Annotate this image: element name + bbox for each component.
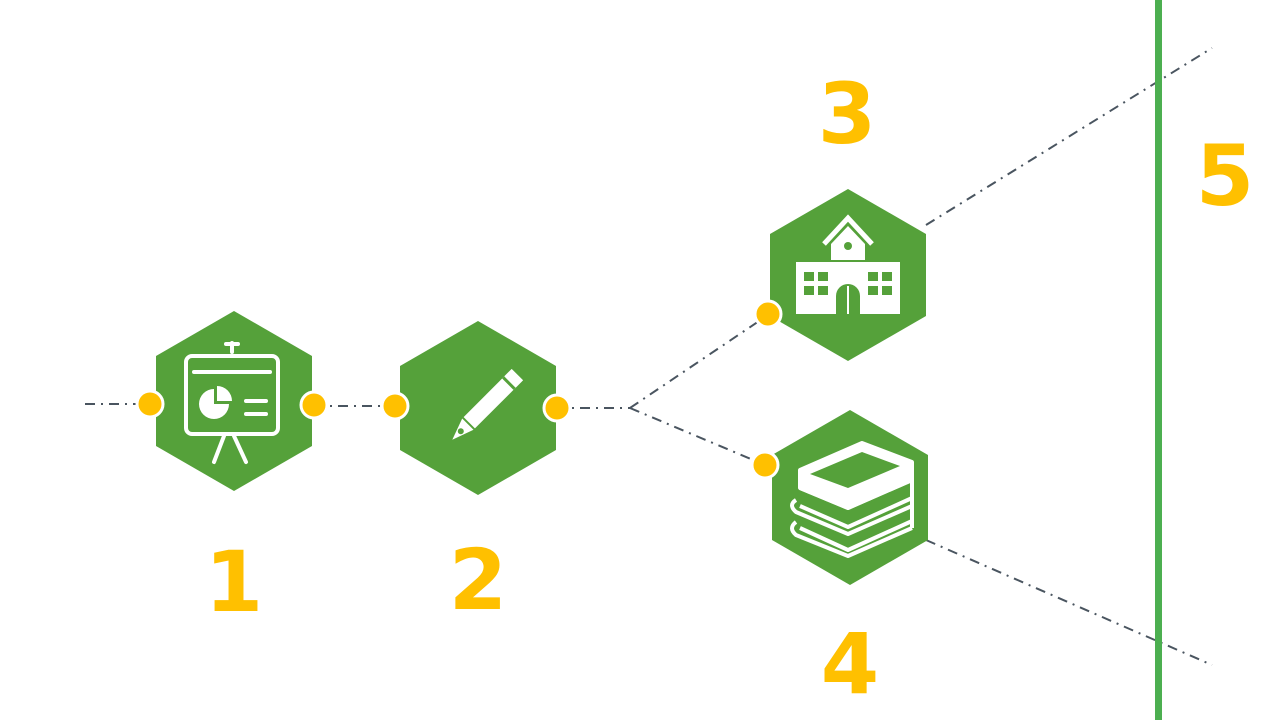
connector-dot <box>753 299 783 329</box>
step-3-number: 3 <box>817 65 877 163</box>
step-1-hexagon <box>156 311 312 491</box>
connector-line-4-out <box>925 539 1213 666</box>
connector-dot <box>299 390 329 420</box>
presentation-board-icon <box>184 341 280 464</box>
connector-dots <box>135 299 783 480</box>
connector-line-to-4 <box>629 407 766 466</box>
connector-line-3-out <box>925 47 1213 226</box>
connector-line-to-3 <box>629 314 769 409</box>
step-4-number: 4 <box>820 615 880 713</box>
connector-dot <box>380 391 410 421</box>
connector-dot <box>750 450 780 480</box>
step-5-number: 5 <box>1195 127 1255 225</box>
school-building-icon <box>796 214 900 314</box>
pencil-icon <box>452 368 524 440</box>
vertical-divider-bar <box>1155 0 1162 720</box>
step-1-number: 1 <box>204 533 264 631</box>
connector-dot <box>135 389 165 419</box>
step-2-hexagon <box>400 321 556 495</box>
pie-chart-icon <box>199 386 232 419</box>
step-2-number: 2 <box>448 531 508 629</box>
step-4-hexagon <box>772 410 928 585</box>
connector-dot <box>542 393 572 423</box>
step-3-hexagon <box>770 189 926 361</box>
